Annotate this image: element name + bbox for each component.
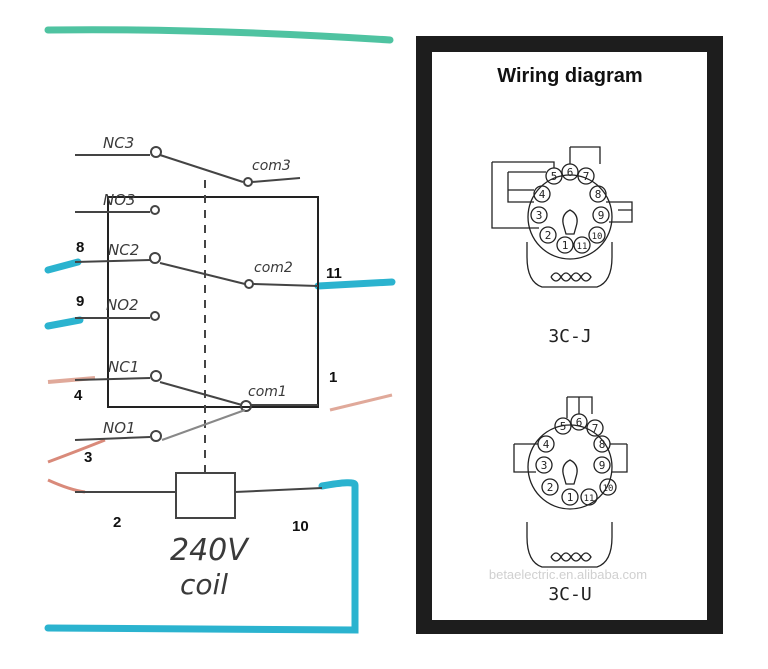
pin-label-2: 2 bbox=[113, 514, 121, 531]
red-wire-left bbox=[47, 376, 96, 384]
label-nc2: NC2 bbox=[108, 241, 139, 259]
label-com1: com1 bbox=[248, 384, 287, 400]
pin-9-j: 9 bbox=[598, 209, 605, 222]
wiring-diagram-title: Wiring diagram bbox=[497, 65, 642, 87]
pin-2-u: 2 bbox=[547, 481, 554, 494]
wiring-diagram-card: Wiring diagram 6 5 bbox=[432, 52, 707, 620]
pin-6-j: 6 bbox=[567, 166, 574, 179]
teal-wire-right bbox=[314, 278, 396, 290]
red-wire-bottom bbox=[47, 438, 106, 494]
relay-box bbox=[107, 196, 319, 408]
pin-5-j: 5 bbox=[551, 170, 558, 183]
label-no1: NO1 bbox=[103, 419, 136, 437]
hand-drawn-schematic: NC3 NO3 NC2 NO2 NC1 NO1 com3 com2 com1 8… bbox=[44, 26, 396, 634]
label-com3: com3 bbox=[252, 158, 291, 174]
label-nc3: NC3 bbox=[103, 134, 134, 152]
pin-label-4: 4 bbox=[74, 387, 83, 404]
pin-label-11: 11 bbox=[326, 265, 342, 282]
pin-label-10: 10 bbox=[292, 518, 309, 535]
label-nc1: NC1 bbox=[108, 358, 139, 376]
pin-7-u: 7 bbox=[592, 422, 599, 435]
pin-3-j: 3 bbox=[536, 209, 543, 222]
pin-4-u: 4 bbox=[543, 438, 550, 451]
coil-rectangle bbox=[175, 472, 236, 519]
pin-6-u: 6 bbox=[576, 416, 583, 429]
schematic-svg: NC3 NO3 NC2 NO2 NC1 NO1 com3 com2 com1 8… bbox=[44, 26, 396, 634]
pin-label-3: 3 bbox=[84, 449, 92, 466]
pin-4-j: 4 bbox=[539, 188, 546, 201]
teal-wire-bottom bbox=[44, 479, 359, 634]
caption-3c-u: 3C-U bbox=[548, 584, 591, 605]
green-wire-top bbox=[44, 26, 394, 44]
pin-8-u: 8 bbox=[599, 438, 606, 451]
pin-10-u: 10 bbox=[603, 484, 614, 494]
label-com2: com2 bbox=[254, 260, 293, 276]
pin-7-j: 7 bbox=[583, 170, 590, 183]
wiring-diagram-panel: Wiring diagram 6 5 bbox=[416, 36, 723, 634]
label-no3: NO3 bbox=[103, 191, 136, 209]
pin-1-u: 1 bbox=[567, 491, 574, 504]
teal-wire-left-9 bbox=[44, 316, 84, 330]
coil-label-voltage: 240V bbox=[170, 533, 250, 568]
teal-wire-left-8 bbox=[44, 258, 82, 274]
pin-label-1: 1 bbox=[329, 369, 337, 386]
socket-diagram-3c-j bbox=[491, 146, 633, 288]
pin-1-j: 1 bbox=[562, 239, 569, 252]
coil-label-text: coil bbox=[180, 568, 228, 601]
pin-label-9: 9 bbox=[76, 293, 84, 310]
pin-8-j: 8 bbox=[595, 188, 602, 201]
pin-label-8: 8 bbox=[76, 239, 84, 256]
watermark: betaelectric.en.alibaba.com bbox=[489, 567, 647, 582]
socket-diagram-3c-u bbox=[513, 396, 628, 568]
caption-3c-j: 3C-J bbox=[548, 326, 591, 347]
pin-10-j: 10 bbox=[592, 232, 603, 242]
wiring-diagram-svg: Wiring diagram 6 5 bbox=[489, 65, 647, 605]
pin-2-j: 2 bbox=[545, 229, 552, 242]
pin-9-u: 9 bbox=[599, 459, 606, 472]
pin-5-u: 5 bbox=[560, 420, 567, 433]
pin-3-u: 3 bbox=[541, 459, 548, 472]
pin-11-j: 11 bbox=[577, 242, 588, 252]
label-no2: NO2 bbox=[106, 296, 139, 314]
red-wire-right bbox=[329, 393, 393, 412]
pin-11-u: 11 bbox=[584, 494, 595, 504]
